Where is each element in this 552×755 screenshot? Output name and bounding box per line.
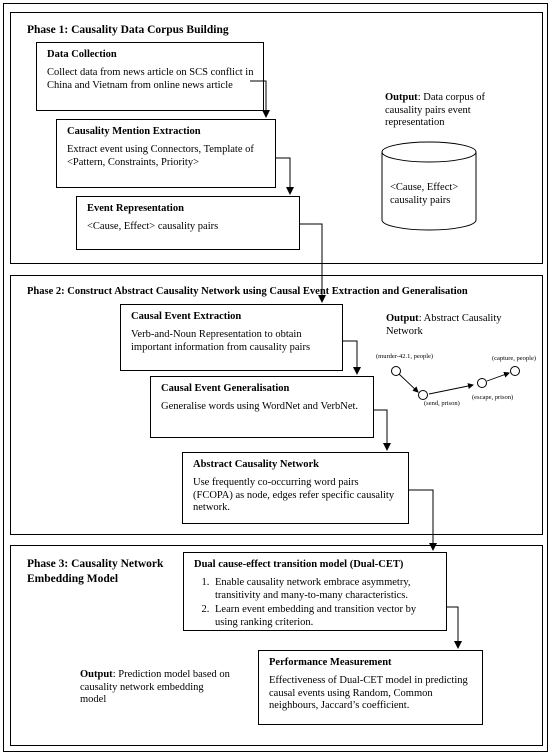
cylinder-text: <Cause, Effect> causality pairs [390, 182, 459, 206]
event-representation-body: <Cause, Effect> causality pairs [87, 221, 219, 232]
abstract-network-body: Use frequently co-occurring word pairs (… [193, 477, 395, 513]
phase2-output-note: Output: Abstract Causality Network [386, 313, 506, 338]
graph-node-label-2: (send, prison) [424, 400, 460, 407]
phase2-output-text: : Abstract Causality Network [386, 313, 502, 337]
phase3-title-line2: Embedding Model [27, 573, 119, 585]
phase1-output-label: Output [385, 92, 418, 103]
event-representation-box: Event Representation <Cause, Effect> cau… [76, 196, 300, 250]
graph-node-label-3: (escape, prison) [472, 394, 514, 401]
phase3-output-label: Output [80, 669, 113, 680]
phase3-output-text: : Prediction model based on causality ne… [80, 669, 230, 705]
phase1-panel [10, 12, 543, 264]
event-generalisation-title: Causal Event Generalisation [161, 383, 290, 394]
abstract-network-box: Abstract Causality Network Use frequentl… [182, 452, 409, 524]
event-extraction-box: Causal Event Extraction Verb-and-Noun Re… [120, 304, 343, 371]
dual-cet-list: Enable causality network embrace asymmet… [194, 577, 438, 629]
event-generalisation-box: Causal Event Generalisation Generalise w… [150, 376, 374, 438]
phase2-panel [10, 275, 543, 535]
dual-cet-item-1: Enable causality network embrace asymmet… [212, 577, 438, 602]
diagram-frame [3, 3, 548, 752]
event-representation-title: Event Representation [87, 203, 184, 214]
event-generalisation-body: Generalise words using WordNet and VerbN… [161, 401, 359, 412]
phase2-output-label: Output [386, 313, 419, 324]
dual-cet-box: Dual cause-effect transition model (Dual… [183, 552, 447, 631]
performance-title: Performance Measurement [269, 657, 392, 668]
mention-extraction-box: Causality Mention Extraction Extract eve… [56, 119, 276, 188]
event-extraction-body: Verb-and-Noun Representation to obtain i… [131, 329, 311, 353]
mention-extraction-title: Causality Mention Extraction [67, 126, 201, 137]
dual-cet-title: Dual cause-effect transition model (Dual… [194, 559, 404, 570]
data-collection-box: Data Collection Collect data from news a… [36, 42, 264, 111]
phase1-title: Phase 1: Causality Data Corpus Building [27, 24, 229, 36]
dual-cet-item-2: Learn event embedding and transition vec… [212, 604, 438, 629]
event-extraction-title: Causal Event Extraction [131, 311, 242, 322]
performance-body: Effectiveness of Dual-CET model in predi… [269, 675, 468, 711]
abstract-network-title: Abstract Causality Network [193, 459, 319, 470]
phase1-output-text: : Data corpus of causality pairs event r… [385, 92, 486, 128]
data-collection-body: Collect data from news article on SCS co… [47, 67, 254, 91]
phase1-output-note: Output: Data corpus of causality pairs e… [385, 92, 500, 130]
graph-node-label-1: (murder-42.1, people) [376, 353, 434, 360]
phase3-title-line1: Phase 3: Causality Network [27, 558, 164, 570]
mention-extraction-body: Extract event using Connectors, Template… [67, 144, 254, 168]
phase3-panel [10, 545, 543, 746]
phase3-output-note: Output: Prediction model based on causal… [80, 669, 230, 707]
performance-box: Performance Measurement Effectiveness of… [258, 650, 483, 725]
graph-node-label-4: (capture, people) [492, 355, 537, 362]
data-collection-title: Data Collection [47, 49, 117, 60]
phase2-title: Phase 2: Construct Abstract Causality Ne… [27, 286, 468, 297]
